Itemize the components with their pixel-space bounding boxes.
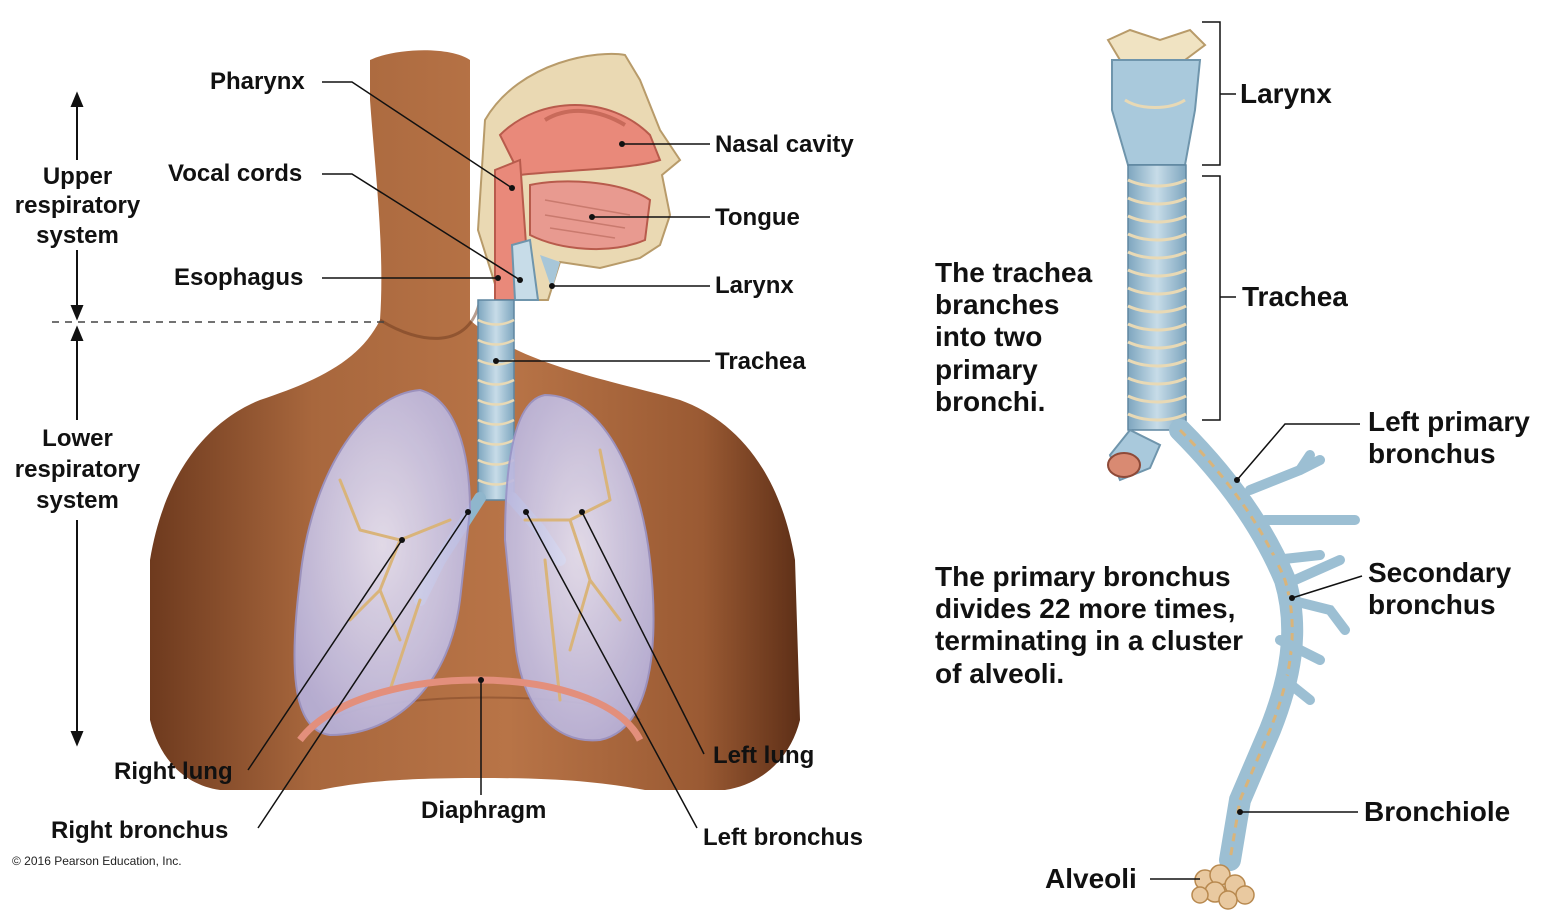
- upper-line-3: system: [36, 221, 119, 249]
- alveoli-cluster-illustration: [1191, 864, 1255, 910]
- upper-respiratory-label: Upper respiratory system: [10, 162, 145, 250]
- body-leader-lines: [247, 81, 710, 829]
- trachea-label: Trachea: [715, 348, 806, 375]
- airway-trachea-label: Trachea: [1242, 281, 1348, 312]
- left-primary-bronchus-line-2: bronchus: [1368, 438, 1496, 470]
- left-bronchus-label: Left bronchus: [703, 824, 863, 851]
- airway-illustration: [1106, 28, 1360, 910]
- trachea-note-line-5: bronchi.: [935, 385, 1046, 417]
- lower-line-3: system: [36, 487, 119, 515]
- head-cross-section: [476, 52, 682, 301]
- trachea-note-line-3: into two: [935, 321, 1043, 353]
- esophagus-label: Esophagus: [174, 264, 304, 291]
- larynx-label: Larynx: [715, 272, 794, 299]
- lower-line-2: respiratory: [14, 456, 141, 484]
- bronchus-note-line-3: terminating in a cluster: [935, 625, 1244, 657]
- airway-leader-dots: [1234, 477, 1295, 815]
- alveoli-label: Alveoli: [1045, 863, 1137, 894]
- airway-larynx-label: Larynx: [1240, 78, 1332, 109]
- vocal-cords-label: Vocal cords: [168, 160, 303, 187]
- trachea-branch-note: The trachea branches into two primary br…: [935, 257, 1092, 418]
- trachea-note-line-1: The trachea: [935, 257, 1093, 288]
- bronchus-note-line-1: The primary bronchus: [935, 561, 1231, 592]
- diaphragm-illustration: [297, 676, 644, 743]
- lower-line-1: Lower: [42, 425, 113, 452]
- bronchus-note-line-2: divides 22 more times,: [935, 593, 1236, 625]
- right-bronchus-label: Right bronchus: [51, 817, 229, 844]
- secondary-bronchus-line-1: Secondary: [1368, 557, 1512, 588]
- nasal-cavity-label: Nasal cavity: [715, 131, 854, 158]
- left-lung-label: Left lung: [713, 742, 815, 769]
- bronchiole-label: Bronchiole: [1364, 796, 1511, 827]
- secondary-bronchus-label: Secondary bronchus: [1368, 557, 1511, 622]
- upper-line-2: respiratory: [14, 192, 141, 220]
- airway-leader-lines: [1150, 21, 1363, 880]
- trachea-note-line-4: primary: [935, 353, 1038, 385]
- pharynx-label: Pharynx: [210, 68, 305, 95]
- region-arrows: [70, 91, 84, 747]
- left-primary-bronchus-line-1: Left primary: [1368, 406, 1530, 437]
- diaphragm-label: Diaphragm: [421, 797, 547, 824]
- body-leader-dots: [399, 141, 625, 683]
- bronchus-note-line-4: of alveoli.: [935, 657, 1065, 689]
- trachea-note-line-2: branches: [935, 289, 1060, 321]
- lower-respiratory-label: Lower respiratory system: [10, 423, 145, 517]
- upper-line-1: Upper: [42, 163, 113, 190]
- right-lung-label: Right lung: [114, 758, 233, 785]
- tongue-label: Tongue: [715, 204, 800, 231]
- lungs-illustration: [293, 388, 655, 742]
- copyright-notice: © 2016 Pearson Education, Inc.: [12, 854, 182, 868]
- left-primary-bronchus-label: Left primary bronchus: [1368, 406, 1530, 471]
- secondary-bronchus-line-2: bronchus: [1368, 589, 1496, 621]
- bronchus-division-note: The primary bronchus divides 22 more tim…: [935, 561, 1243, 690]
